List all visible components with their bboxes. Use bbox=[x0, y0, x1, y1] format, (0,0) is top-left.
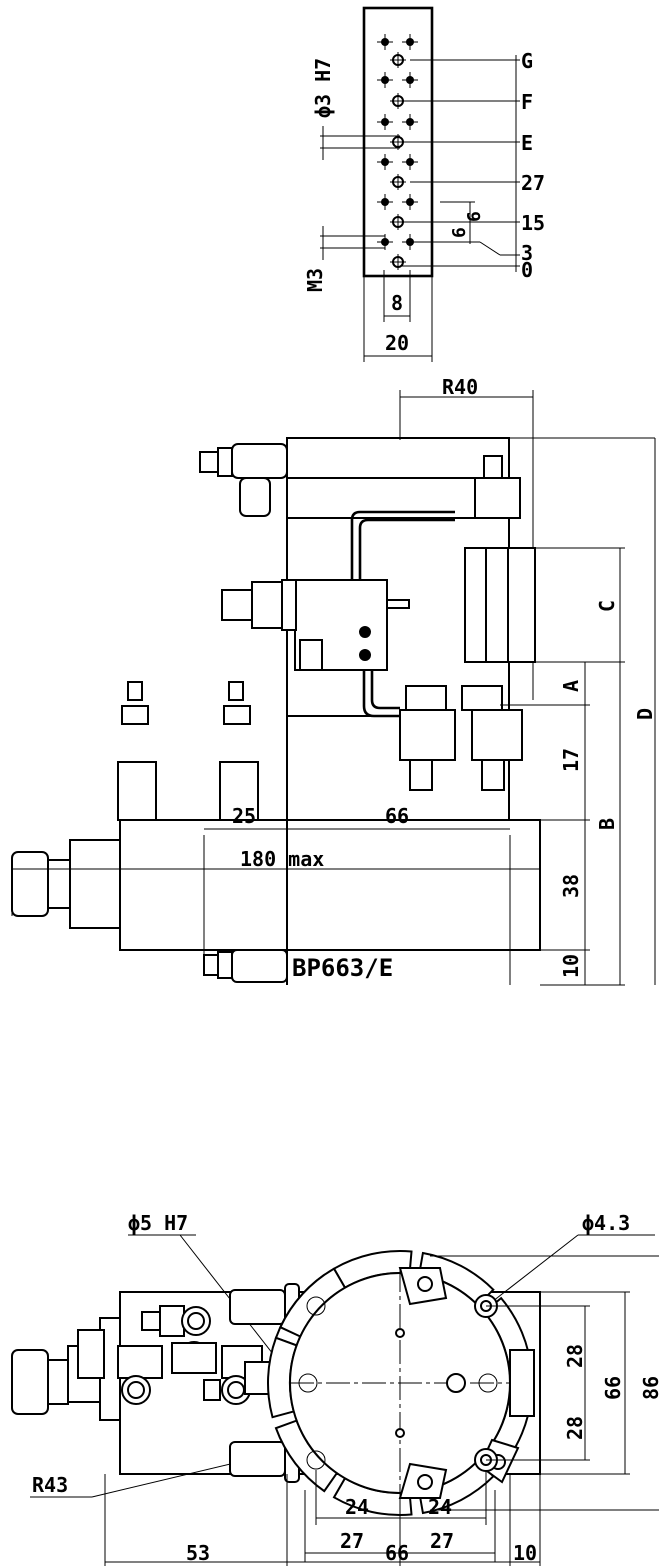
hex-fitting bbox=[11, 851, 49, 917]
top-view: G F E 27 15 3 0 6 6 ϕ3 H7 M3 8 20 bbox=[303, 6, 545, 362]
right-dim-lines bbox=[500, 437, 656, 986]
dim-c-label: C bbox=[595, 600, 619, 612]
dim-27-right-label: 27 bbox=[430, 1529, 454, 1553]
level-label-f: F bbox=[521, 90, 533, 114]
base-body bbox=[119, 819, 541, 951]
hole-diameter-label: ϕ3 H7 bbox=[311, 58, 335, 118]
rotary-cylinder bbox=[464, 547, 536, 663]
level-leader-lines bbox=[400, 55, 520, 272]
hole-diameter-label-bottom: ϕ4.3 bbox=[582, 1211, 630, 1235]
dim-10-bottom-label: 10 bbox=[513, 1541, 537, 1565]
dim-17-label: 17 bbox=[559, 748, 583, 772]
level-label-0: 0 bbox=[521, 258, 533, 282]
level-label-3: 3 bbox=[521, 241, 533, 265]
dim-10-label: 10 bbox=[559, 954, 583, 978]
lower-clamp-left bbox=[399, 709, 456, 761]
vertical-dim-lines bbox=[430, 1255, 659, 1511]
level-label-15: 15 bbox=[521, 211, 545, 235]
upper-clamp bbox=[474, 477, 521, 519]
bottom-fitting bbox=[203, 954, 219, 976]
dim-a-label: A bbox=[559, 680, 583, 692]
model-label: BP663/E bbox=[292, 954, 393, 982]
radius-40-label: R40 bbox=[442, 375, 478, 399]
dim-66-label: 66 bbox=[385, 804, 409, 828]
dim-86-label: 86 bbox=[639, 1376, 659, 1400]
thread-label: M3 bbox=[303, 268, 327, 292]
dim-28-bottom-label: 28 bbox=[563, 1416, 587, 1440]
pitch-label-1: 6 bbox=[449, 227, 470, 238]
level-label-e: E bbox=[521, 131, 533, 155]
bottom-view: ϕ5 H7 ϕ4.3 R43 bbox=[11, 1211, 659, 1566]
horizontal-dim-lines bbox=[104, 1470, 541, 1566]
dim-27-left-label: 27 bbox=[340, 1529, 364, 1553]
dim-d-label: D bbox=[633, 708, 657, 720]
side-view: R40 bbox=[11, 375, 657, 986]
dim-28-top-label: 28 bbox=[563, 1344, 587, 1368]
lower-clamp-right bbox=[471, 709, 523, 761]
dim-25-label: 25 bbox=[232, 804, 256, 828]
flow-valve-2 bbox=[219, 761, 259, 821]
dim-66-h-label: 66 bbox=[385, 1541, 409, 1565]
radius-43-label: R43 bbox=[32, 1473, 68, 1497]
dim-24-left-label: 24 bbox=[345, 1495, 369, 1519]
dim-66-v-label: 66 bbox=[601, 1376, 625, 1400]
flow-valve-1 bbox=[117, 761, 157, 821]
pitch-label-2: 6 bbox=[464, 211, 485, 222]
dim-53-label: 53 bbox=[186, 1541, 210, 1565]
left-dim-lines bbox=[320, 126, 400, 260]
top-fitting bbox=[199, 451, 219, 473]
dim-b-label: B bbox=[595, 818, 619, 830]
width-small-label: 8 bbox=[391, 291, 403, 315]
level-label-27: 27 bbox=[521, 171, 545, 195]
dim-38-label: 38 bbox=[559, 874, 583, 898]
dim-total-label: 180 max bbox=[240, 847, 324, 871]
hole-grid bbox=[377, 34, 418, 270]
width-label: 20 bbox=[385, 331, 409, 355]
hex-fitting-bottom bbox=[11, 1349, 49, 1415]
pin-diameter-label: ϕ5 H7 bbox=[128, 1211, 188, 1235]
width-dim-lines bbox=[363, 270, 433, 362]
dim-24-right-label: 24 bbox=[428, 1495, 452, 1519]
level-label-g: G bbox=[521, 49, 533, 73]
bottom-dim-lines bbox=[11, 828, 541, 985]
